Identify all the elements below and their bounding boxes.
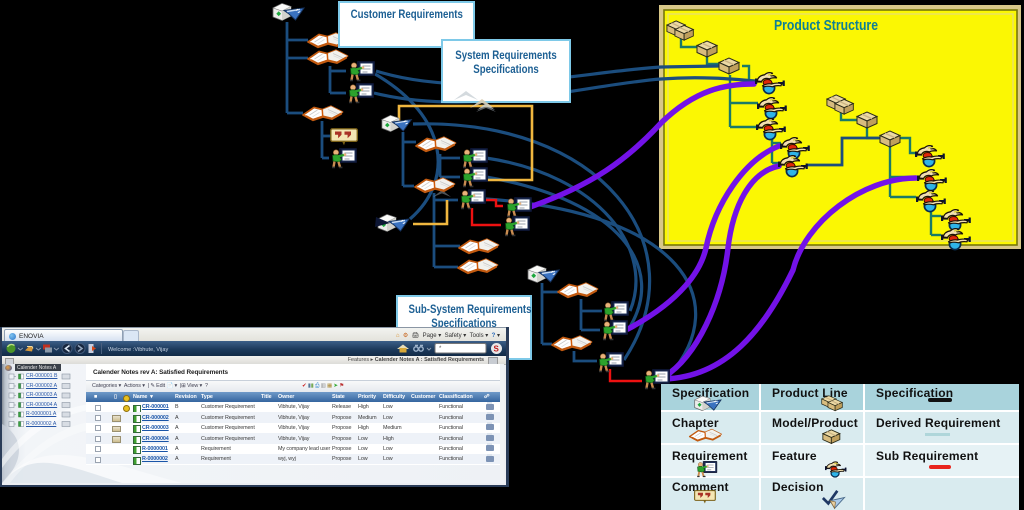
svg-text:S: S [494,345,500,354]
svg-text:Product Structure: Product Structure [774,18,878,34]
svg-text:*: * [439,346,442,352]
svg-text:Welcome :Vibhute, Vijay: Welcome :Vibhute, Vijay [108,347,169,353]
